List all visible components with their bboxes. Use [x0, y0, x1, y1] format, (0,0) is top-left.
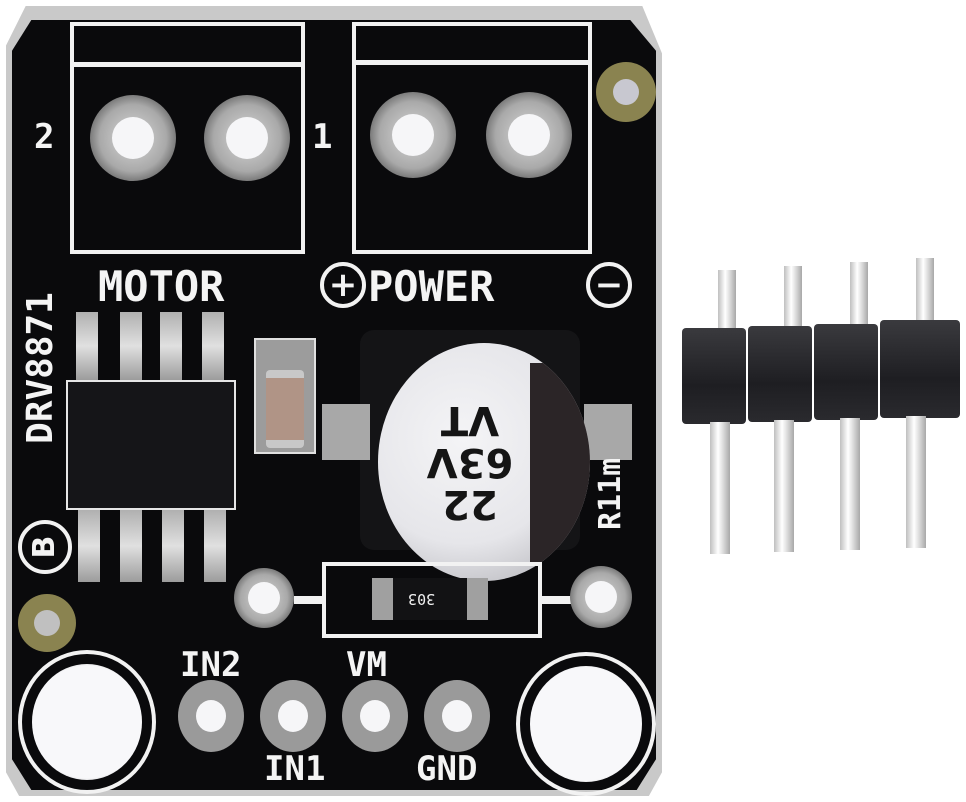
capacitor-polarity-stripe: [530, 363, 590, 563]
header-pin-top: [916, 258, 934, 328]
ic-pin: [202, 312, 224, 380]
motor-pin-1-label: 1: [312, 117, 333, 157]
resistor-designator-label: R11m: [593, 457, 628, 530]
mounting-hole-top-right-center: [613, 79, 639, 105]
minus-symbol: −: [594, 265, 624, 305]
capacitor-marking-line3: VT: [440, 397, 500, 443]
capacitor-marking-line2: 63V: [426, 439, 514, 485]
pin-label-in2: IN2: [180, 645, 242, 685]
ic-pin: [204, 510, 226, 582]
pad-vm-hole: [360, 700, 390, 732]
mounting-hole-small-left-center: [34, 610, 60, 636]
ic-pin: [120, 510, 142, 582]
header-housing: [682, 328, 746, 424]
motor-pad-2-hole: [112, 117, 154, 159]
plus-symbol: +: [328, 265, 358, 305]
header-pin-bottom: [840, 418, 860, 550]
power-pad-minus-hole: [508, 114, 550, 156]
capacitor-marking-line1: 22: [442, 481, 498, 527]
ic-pin: [162, 510, 184, 582]
header-pin-top: [850, 262, 868, 332]
resistor-pad-right-hole: [585, 581, 617, 613]
drv8871-ic: [66, 380, 236, 510]
mounting-hole-bottom-left: [18, 650, 156, 794]
header-housing: [814, 324, 878, 420]
pad-in2-hole: [196, 700, 226, 732]
motor-terminal-outline: [70, 22, 305, 254]
ic-pin: [160, 312, 182, 380]
pin-label-vm: VM: [346, 645, 387, 685]
motor-label: MOTOR: [98, 262, 225, 311]
smd-resistor: [372, 578, 488, 620]
resistor-trace-left: [294, 596, 324, 604]
header-housing: [748, 326, 812, 422]
header-pin-top: [718, 270, 736, 340]
board-rev-badge: B: [18, 520, 72, 574]
motor-pad-1-hole: [226, 117, 268, 159]
power-minus-icon: −: [586, 262, 632, 308]
smd-ceramic-capacitor: [266, 370, 304, 448]
pin-label-gnd: GND: [416, 749, 478, 789]
header-pin-bottom: [906, 416, 926, 548]
badge-letter: B: [27, 535, 62, 559]
power-terminal-outline: [352, 22, 592, 254]
power-terminal-divider: [354, 60, 590, 65]
power-plus-icon: +: [320, 262, 366, 308]
header-pin-top: [784, 266, 802, 336]
smd-resistor-marking: 303: [408, 590, 436, 608]
ic-pin: [120, 312, 142, 380]
capacitor-pad-right: [584, 404, 632, 460]
header-housing: [880, 320, 960, 418]
pad-gnd-hole: [442, 700, 472, 732]
male-pin-header: [680, 252, 960, 558]
chip-part-label: DRV8871: [20, 292, 61, 444]
mounting-hole-bottom-left-center: [32, 664, 142, 780]
power-label: POWER: [368, 262, 495, 311]
motor-pin-2-label: 2: [34, 117, 55, 157]
mounting-hole-bottom-right-center: [530, 666, 642, 782]
motor-terminal-divider: [72, 62, 304, 67]
header-pin-bottom: [774, 420, 794, 552]
electrolytic-capacitor: 22 63V VT: [378, 343, 590, 581]
pad-in1-hole: [278, 700, 308, 732]
power-pad-plus-hole: [392, 114, 434, 156]
resistor-trace-right: [540, 596, 572, 604]
capacitor-marking: 22 63V VT: [410, 395, 530, 527]
ic-pin: [76, 312, 98, 380]
header-pin-bottom: [710, 422, 730, 554]
capacitor-pad-left: [322, 404, 370, 460]
mounting-hole-bottom-right: [516, 652, 656, 796]
ic-pin: [78, 510, 100, 582]
pin-label-in1: IN1: [264, 749, 326, 789]
resistor-pad-left-hole: [248, 582, 280, 614]
